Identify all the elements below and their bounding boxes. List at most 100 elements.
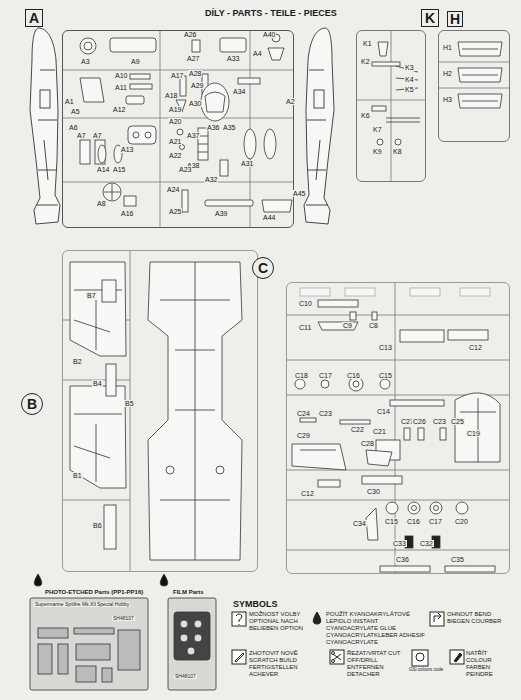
- sprue-a-parts: [133, 132, 139, 138]
- callout-number: A7: [92, 132, 103, 139]
- callout-number: A7: [76, 132, 87, 139]
- sprue-a-parts: [130, 74, 150, 79]
- sprue-a-parts: [84, 42, 92, 50]
- photo-etch-and-film: [74, 628, 114, 634]
- callout-number: C8: [368, 322, 379, 329]
- callout-number: C29: [296, 432, 311, 439]
- callout-number: A24: [166, 186, 180, 193]
- sprue-h-parts: [458, 42, 502, 108]
- sprue-c-parts: [345, 288, 375, 296]
- sprue-c-parts: [380, 566, 430, 572]
- callout-number: C9: [342, 322, 353, 329]
- sprue-a-parts: [98, 145, 106, 163]
- sprue-letter: H: [447, 11, 463, 27]
- callout-number: C25: [450, 418, 465, 425]
- callout-number: A11: [114, 84, 128, 91]
- fuselage-halves: [30, 28, 60, 224]
- sprue-c-parts: [418, 428, 424, 440]
- callout-number: K5: [404, 86, 415, 93]
- callout-number: H1: [442, 44, 453, 51]
- sprue-k-parts: [372, 106, 386, 111]
- symbol-icons: [330, 650, 344, 664]
- sprue-c-parts: [366, 450, 392, 466]
- sprue-letter: B: [21, 393, 43, 415]
- sprue-runners: [62, 250, 130, 572]
- sheet-note: SH48107: [174, 674, 197, 679]
- symbol-icons: [333, 654, 341, 660]
- callout-number: C33: [392, 540, 407, 547]
- callout-number: C26: [412, 418, 427, 425]
- sprue-a-parts: [80, 38, 96, 54]
- sprue-a-parts: [103, 183, 121, 201]
- sprue-b-parts: [70, 262, 126, 356]
- callout-number: A4: [252, 50, 263, 57]
- callout-number: C16: [406, 518, 421, 525]
- symbol-icons: [232, 612, 246, 626]
- sprue-c-parts: [362, 476, 402, 484]
- callout-number: A36: [206, 124, 220, 131]
- callout-number: A28: [188, 70, 202, 77]
- callout-number: C32: [419, 540, 434, 547]
- callout-number: B5: [124, 400, 135, 407]
- sprue-b-parts: [70, 262, 242, 560]
- symbol-text: NATŘÍT COLOUR FARBEN PEINDRE: [466, 650, 514, 678]
- sprue-a-parts: [264, 129, 276, 159]
- sprue-a-parts: [95, 140, 105, 164]
- callout-number: A45: [292, 190, 306, 197]
- photo-etch-and-film: [30, 574, 216, 690]
- callout-number: C10: [298, 300, 313, 307]
- sprue-a-parts: [180, 76, 186, 96]
- symbol-icons: [430, 612, 444, 626]
- sprue-k-parts: [395, 139, 401, 145]
- callout-number: K3: [404, 64, 415, 71]
- photo-etch-and-film: [102, 668, 112, 682]
- callout-number: B2: [72, 358, 83, 365]
- sprue-runners: [62, 30, 294, 228]
- callout-number: B4: [92, 380, 103, 387]
- sprue-a-parts: [205, 92, 225, 112]
- sprue-letter: C: [252, 257, 274, 279]
- callout-number: A15: [112, 166, 126, 173]
- sprue-c-parts: [318, 480, 340, 487]
- sprue-k-parts: [372, 62, 400, 66]
- sprue-c-parts: [300, 450, 336, 451]
- fuselage-halves: [304, 28, 334, 224]
- sprue-c-parts: [353, 381, 359, 387]
- sheet-note: Supermarine Spitfire Mk.XII: [34, 602, 97, 607]
- legend-item: POUŽÍT KYANOAKRYLÁTOVÉ LEPIDLO INSTANT C…: [326, 611, 426, 646]
- photo-etch-and-film: [38, 644, 52, 674]
- callout-number: A44: [262, 214, 276, 221]
- callout-number: A14: [96, 166, 110, 173]
- sprue-c-parts: [318, 322, 358, 330]
- callout-number: C36: [395, 556, 410, 563]
- sprue-b-parts: [160, 262, 230, 560]
- sprue-a-parts: [177, 129, 183, 135]
- photo-etch-and-film: [58, 644, 68, 674]
- symbol-icons: [332, 660, 335, 663]
- sprue-c-parts: [434, 506, 439, 511]
- photo-etch-and-film: [76, 666, 96, 682]
- callout-number: A25: [168, 208, 182, 215]
- sprue-a-parts: [192, 40, 200, 52]
- callout-number: A23: [178, 166, 192, 173]
- photo-etch-and-film: [168, 598, 216, 690]
- symbol-icons: [416, 653, 424, 661]
- callout-number: C20: [454, 518, 469, 525]
- callout-number: A18: [164, 92, 178, 99]
- callout-number: B1: [72, 472, 83, 479]
- sheet-note: SH48107: [112, 616, 135, 621]
- photo-etch-and-film: [174, 612, 210, 660]
- sprue-a-parts: [220, 38, 246, 52]
- sprue-a-parts: [110, 38, 156, 52]
- symbol-icons: [434, 613, 441, 622]
- callout-number: A12: [112, 106, 126, 113]
- symbol-icons: [454, 653, 462, 662]
- sprue-c-parts: [349, 377, 363, 391]
- callout-number: A13: [120, 146, 134, 153]
- sprue-c-parts: [440, 428, 446, 440]
- sprue-c-parts: [404, 428, 410, 440]
- sprue-a-parts: [130, 84, 152, 89]
- callout-number: A32: [204, 176, 218, 183]
- sprue-c-parts: [412, 506, 417, 511]
